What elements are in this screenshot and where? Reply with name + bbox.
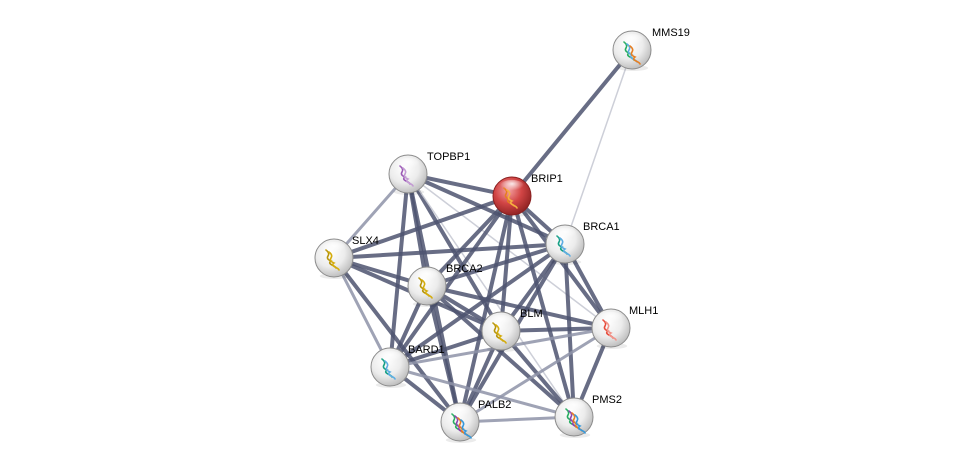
node-highlight <box>321 241 347 256</box>
node-brca2[interactable]: BRCA2 <box>407 263 483 307</box>
node-highlight <box>561 400 587 415</box>
node-blm[interactable]: BLM <box>481 308 543 352</box>
node-highlight <box>414 269 440 284</box>
edge-brip1-palb2[interactable] <box>458 194 514 424</box>
edge-mms19-brip1[interactable] <box>510 48 634 198</box>
node-bard1[interactable]: BARD1 <box>370 344 445 388</box>
edge-brip1-pms2[interactable] <box>510 194 576 419</box>
node-label-slx4: SLX4 <box>352 235 379 247</box>
node-highlight <box>552 227 578 242</box>
node-mlh1[interactable]: MLH1 <box>591 305 658 349</box>
node-topbp1[interactable]: TOPBP1 <box>388 151 470 195</box>
node-brca1[interactable]: BRCA1 <box>545 221 620 265</box>
node-brip1[interactable]: BRIP1 <box>492 173 563 217</box>
node-label-mlh1: MLH1 <box>629 305 658 317</box>
edge-brca2-pms2[interactable] <box>425 284 576 419</box>
node-highlight <box>377 350 403 365</box>
edge-brca1-brca2[interactable] <box>425 242 567 288</box>
node-highlight <box>499 179 525 194</box>
node-pms2[interactable]: PMS2 <box>554 394 622 438</box>
node-highlight <box>395 157 421 172</box>
node-mms19[interactable]: MMS19 <box>612 27 690 71</box>
edge-brip1-slx4[interactable] <box>332 194 514 260</box>
edge-brca1-slx4[interactable] <box>332 242 567 260</box>
node-label-brip1: BRIP1 <box>531 173 563 185</box>
edge-mlh1-palb2[interactable] <box>458 326 613 424</box>
node-highlight <box>598 311 624 326</box>
edge-brca2-mlh1[interactable] <box>425 284 613 330</box>
node-label-blm: BLM <box>520 308 543 320</box>
node-palb2[interactable]: PALB2 <box>440 399 511 443</box>
edge-bard1-pms2[interactable] <box>388 365 576 419</box>
edge-slx4-bard1[interactable] <box>332 256 392 369</box>
node-label-pms2: PMS2 <box>592 394 622 406</box>
edge-brip1-bard1[interactable] <box>388 194 514 369</box>
edge-brip1-brca2[interactable] <box>425 194 514 288</box>
node-label-brca2: BRCA2 <box>446 263 483 275</box>
node-highlight <box>447 405 473 420</box>
node-label-topbp1: TOPBP1 <box>427 151 470 163</box>
node-label-brca1: BRCA1 <box>583 221 620 233</box>
node-highlight <box>488 314 514 329</box>
edge-mms19-brca1[interactable] <box>564 49 633 245</box>
node-label-palb2: PALB2 <box>478 399 511 411</box>
edge-slx4-palb2[interactable] <box>332 256 462 424</box>
node-label-bard1: BARD1 <box>408 344 445 356</box>
node-highlight <box>619 33 645 48</box>
edge-brca1-bard1[interactable] <box>388 242 567 369</box>
node-slx4[interactable]: SLX4 <box>314 235 379 279</box>
edge-brca2-palb2[interactable] <box>425 284 462 424</box>
node-label-mms19: MMS19 <box>652 27 690 39</box>
